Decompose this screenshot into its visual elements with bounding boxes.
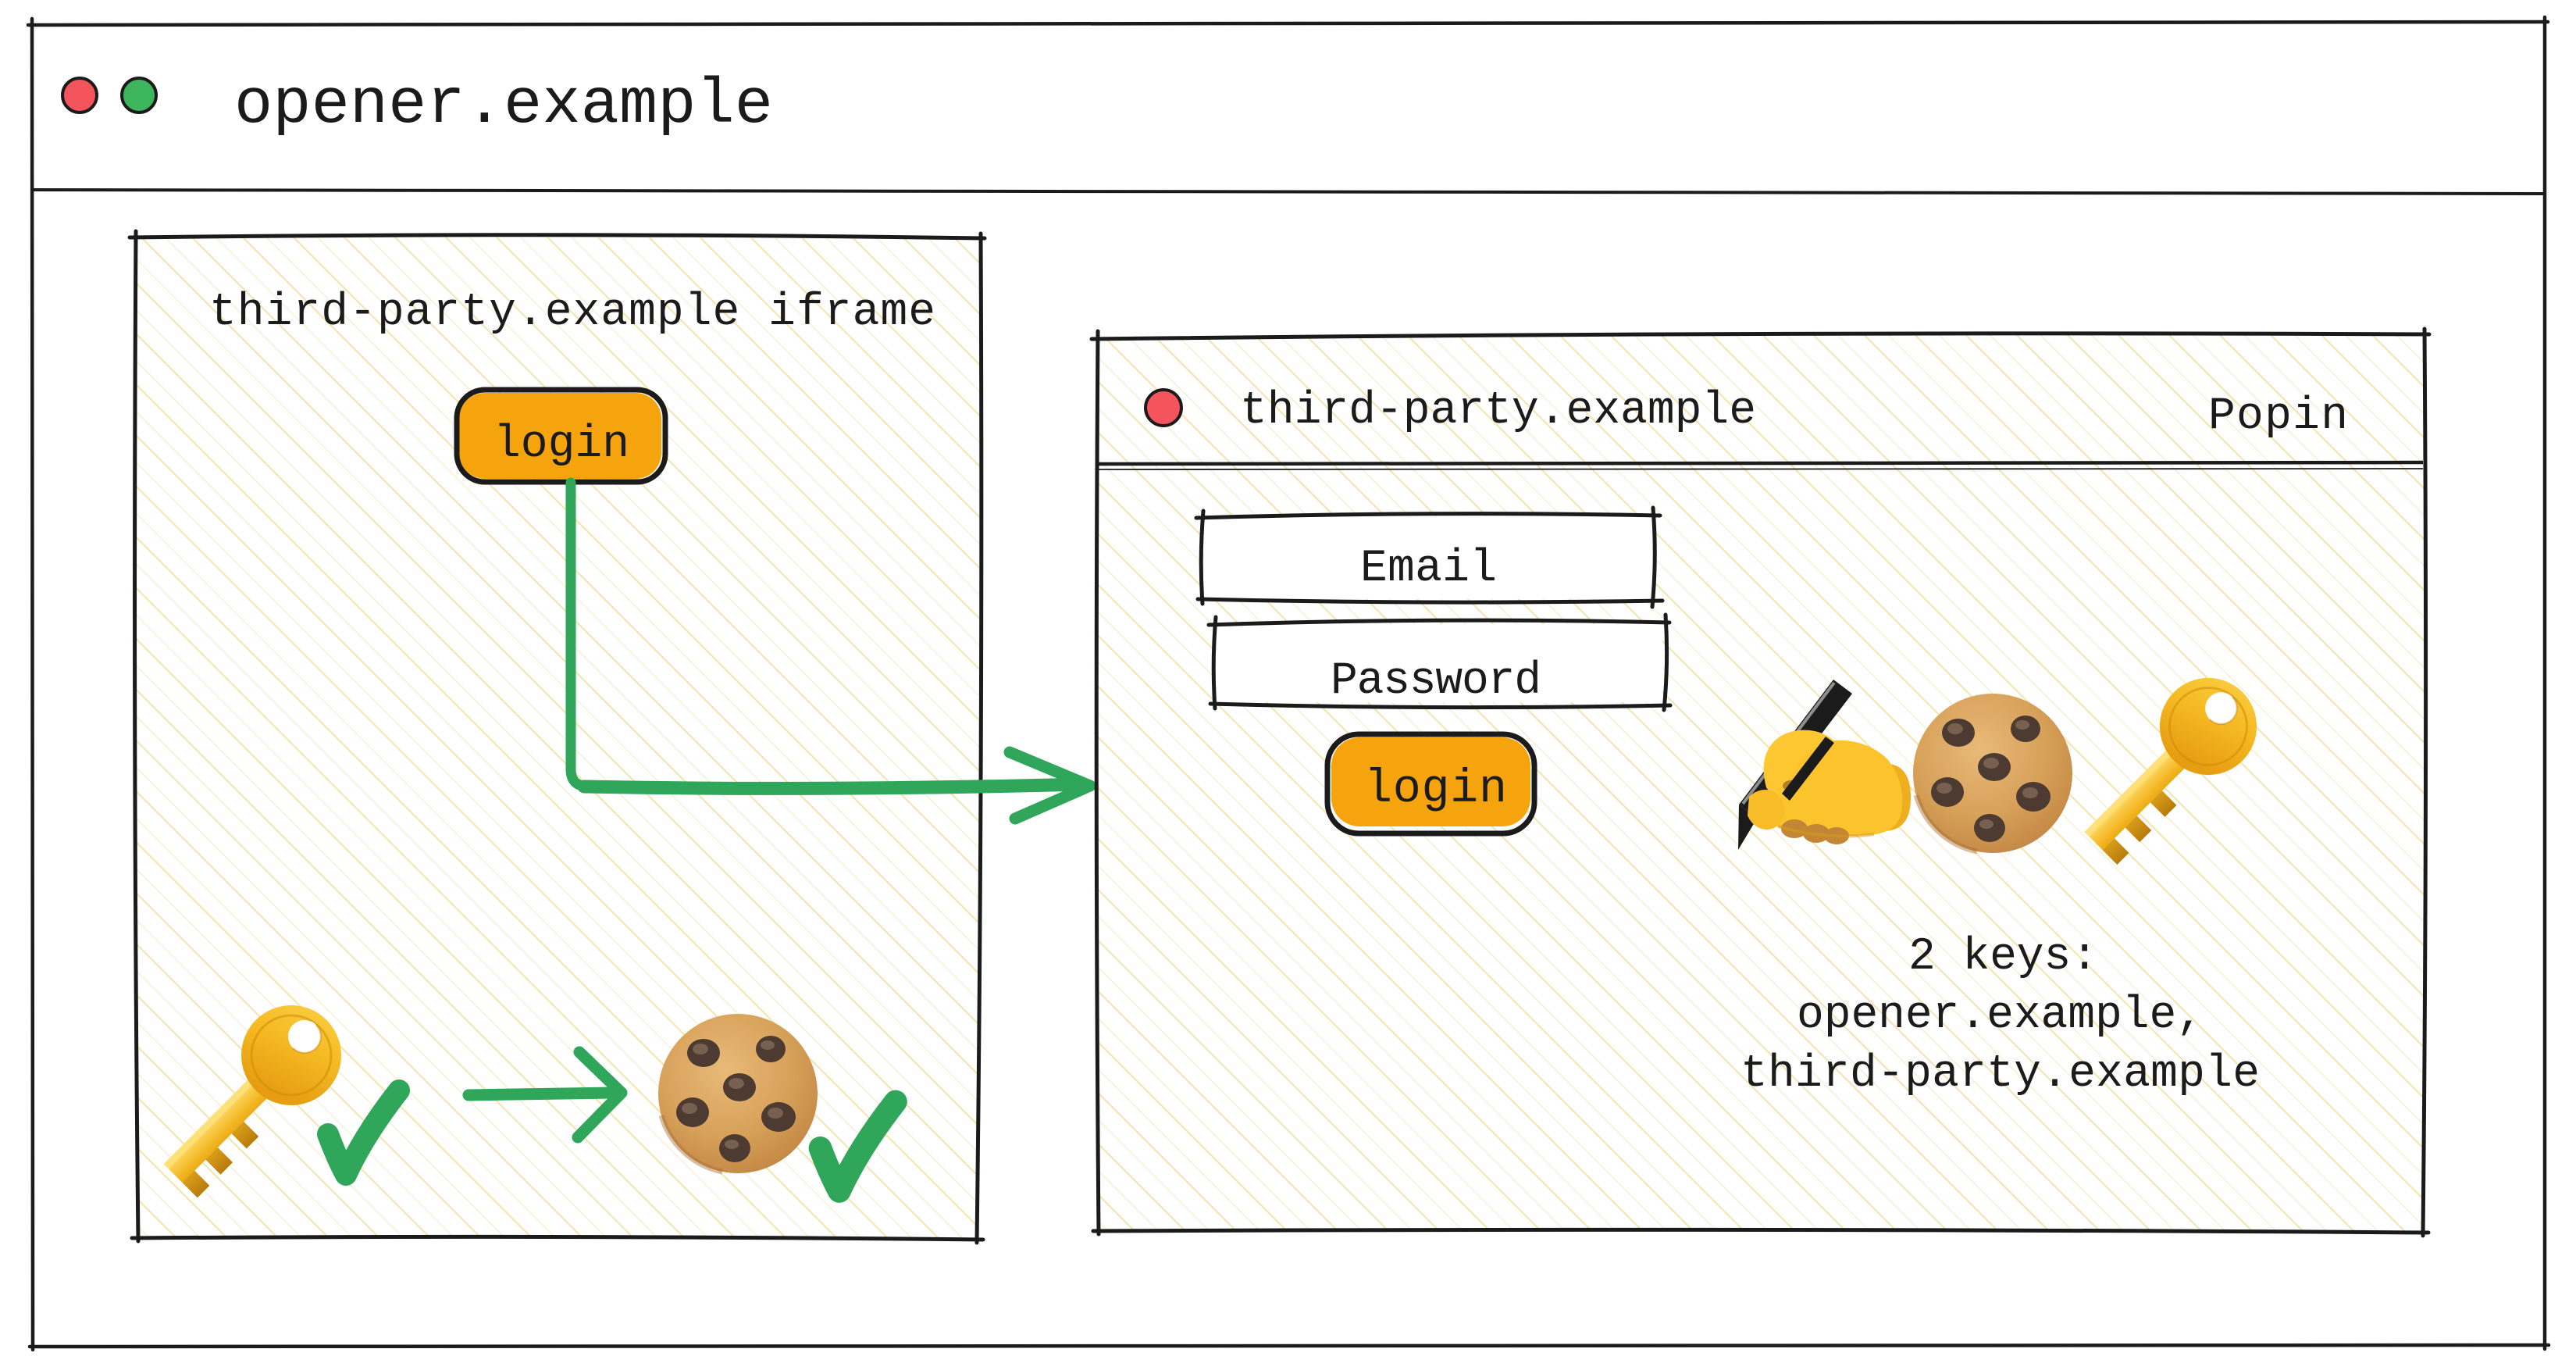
svg-text:third-party.example: third-party.example	[1740, 1049, 2260, 1100]
svg-text:third-party.example iframe: third-party.example iframe	[209, 287, 935, 338]
svg-text:Popin: Popin	[2208, 391, 2348, 442]
svg-text:login: login	[493, 419, 629, 470]
svg-text:opener.example,: opener.example,	[1797, 990, 2204, 1041]
svg-text:login: login	[1364, 763, 1507, 816]
svg-text:Email: Email	[1360, 544, 1497, 594]
svg-text:opener.example: opener.example	[234, 69, 773, 141]
svg-text:2 keys:: 2 keys:	[1908, 932, 2098, 983]
svg-text:third-party.example: third-party.example	[1240, 386, 1756, 437]
svg-text:Password: Password	[1331, 656, 1541, 707]
